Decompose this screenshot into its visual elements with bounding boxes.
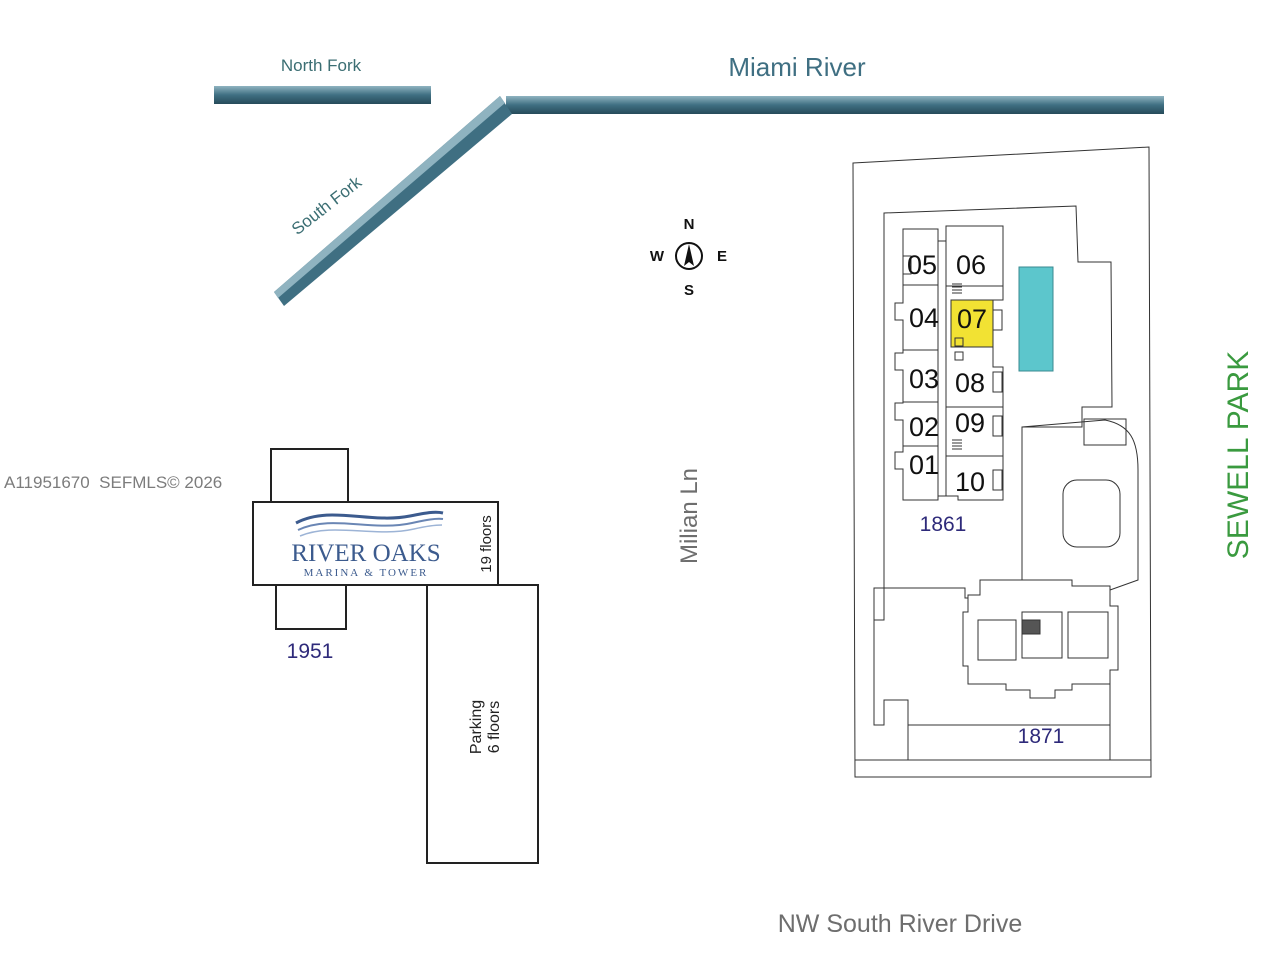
unit-01: 01 (909, 450, 939, 480)
stairs-icon (952, 283, 962, 450)
parking-garage (426, 584, 539, 864)
unit-07-highlight (950, 299, 994, 348)
unit-06: 06 (956, 250, 986, 280)
balcony-08 (992, 371, 1003, 393)
miami-river (506, 96, 1164, 114)
logo-wave-icon-2 (297, 517, 444, 531)
unit-03: 03 (909, 364, 939, 394)
tower-north-wing (270, 448, 349, 505)
compass-s: S (684, 282, 694, 299)
tower-main-block (252, 501, 499, 586)
address-1861: 1861 (920, 513, 967, 536)
unit-04: 04 (909, 303, 939, 333)
parking-label-1: Parking (468, 700, 485, 754)
milian-ln-label: Milian Ln (676, 468, 703, 564)
miami-river-label: Miami River (728, 52, 866, 82)
address-1871: 1871 (1018, 725, 1065, 748)
driveway-island (1062, 479, 1121, 548)
balcony-07 (992, 309, 1003, 331)
river-oaks-building (252, 448, 539, 864)
building-1861-outline (894, 225, 1004, 501)
drive-loop (855, 419, 1151, 761)
balcony-09 (992, 415, 1003, 437)
compass-n: N (684, 216, 695, 233)
address-1951: 1951 (287, 640, 334, 663)
building-1871-outline (962, 579, 1119, 699)
nw-south-river-drive-label: NW South River Drive (778, 910, 1023, 938)
pool (1018, 266, 1054, 372)
unit-09: 09 (955, 408, 985, 438)
south-fork-river-highlight (274, 96, 505, 298)
logo-wave-icon (295, 510, 444, 525)
tower-floors-label: 19 floors (478, 515, 495, 573)
balcony-05 (902, 255, 912, 275)
compass-e: E (717, 248, 727, 265)
building-1861-units: 05 06 04 07 03 08 02 09 01 10 (907, 250, 987, 497)
river-oaks-logo-sub: MARINA & TOWER (304, 567, 429, 579)
unit-02: 02 (909, 412, 939, 442)
balcony-10 (992, 469, 1003, 491)
logo-wave-icon-3 (299, 524, 443, 537)
south-fork-river (274, 96, 512, 306)
north-fork-label: North Fork (281, 56, 362, 75)
sewell-park-label: SEWELL PARK (1222, 351, 1255, 559)
elevator-icon (954, 337, 964, 361)
unit-05: 05 (907, 250, 937, 280)
north-fork-river (214, 86, 431, 104)
property-boundary (852, 146, 1152, 778)
site-plan (852, 146, 1152, 778)
unit-10: 10 (955, 467, 985, 497)
watermark: A11951670 SEFMLS© 2026 (4, 473, 222, 492)
compass: N S W E (650, 216, 727, 299)
river-oaks-logo (295, 510, 444, 537)
unit-07: 07 (957, 304, 987, 334)
compass-w: W (650, 248, 665, 265)
parking-label-2: 6 floors (486, 701, 503, 753)
compass-needle-icon (684, 244, 694, 266)
gate-house (1083, 418, 1127, 446)
unit-08: 08 (955, 368, 985, 398)
river-oaks-logo-name: RIVER OAKS (291, 540, 440, 567)
tower-south-wing (275, 584, 347, 630)
